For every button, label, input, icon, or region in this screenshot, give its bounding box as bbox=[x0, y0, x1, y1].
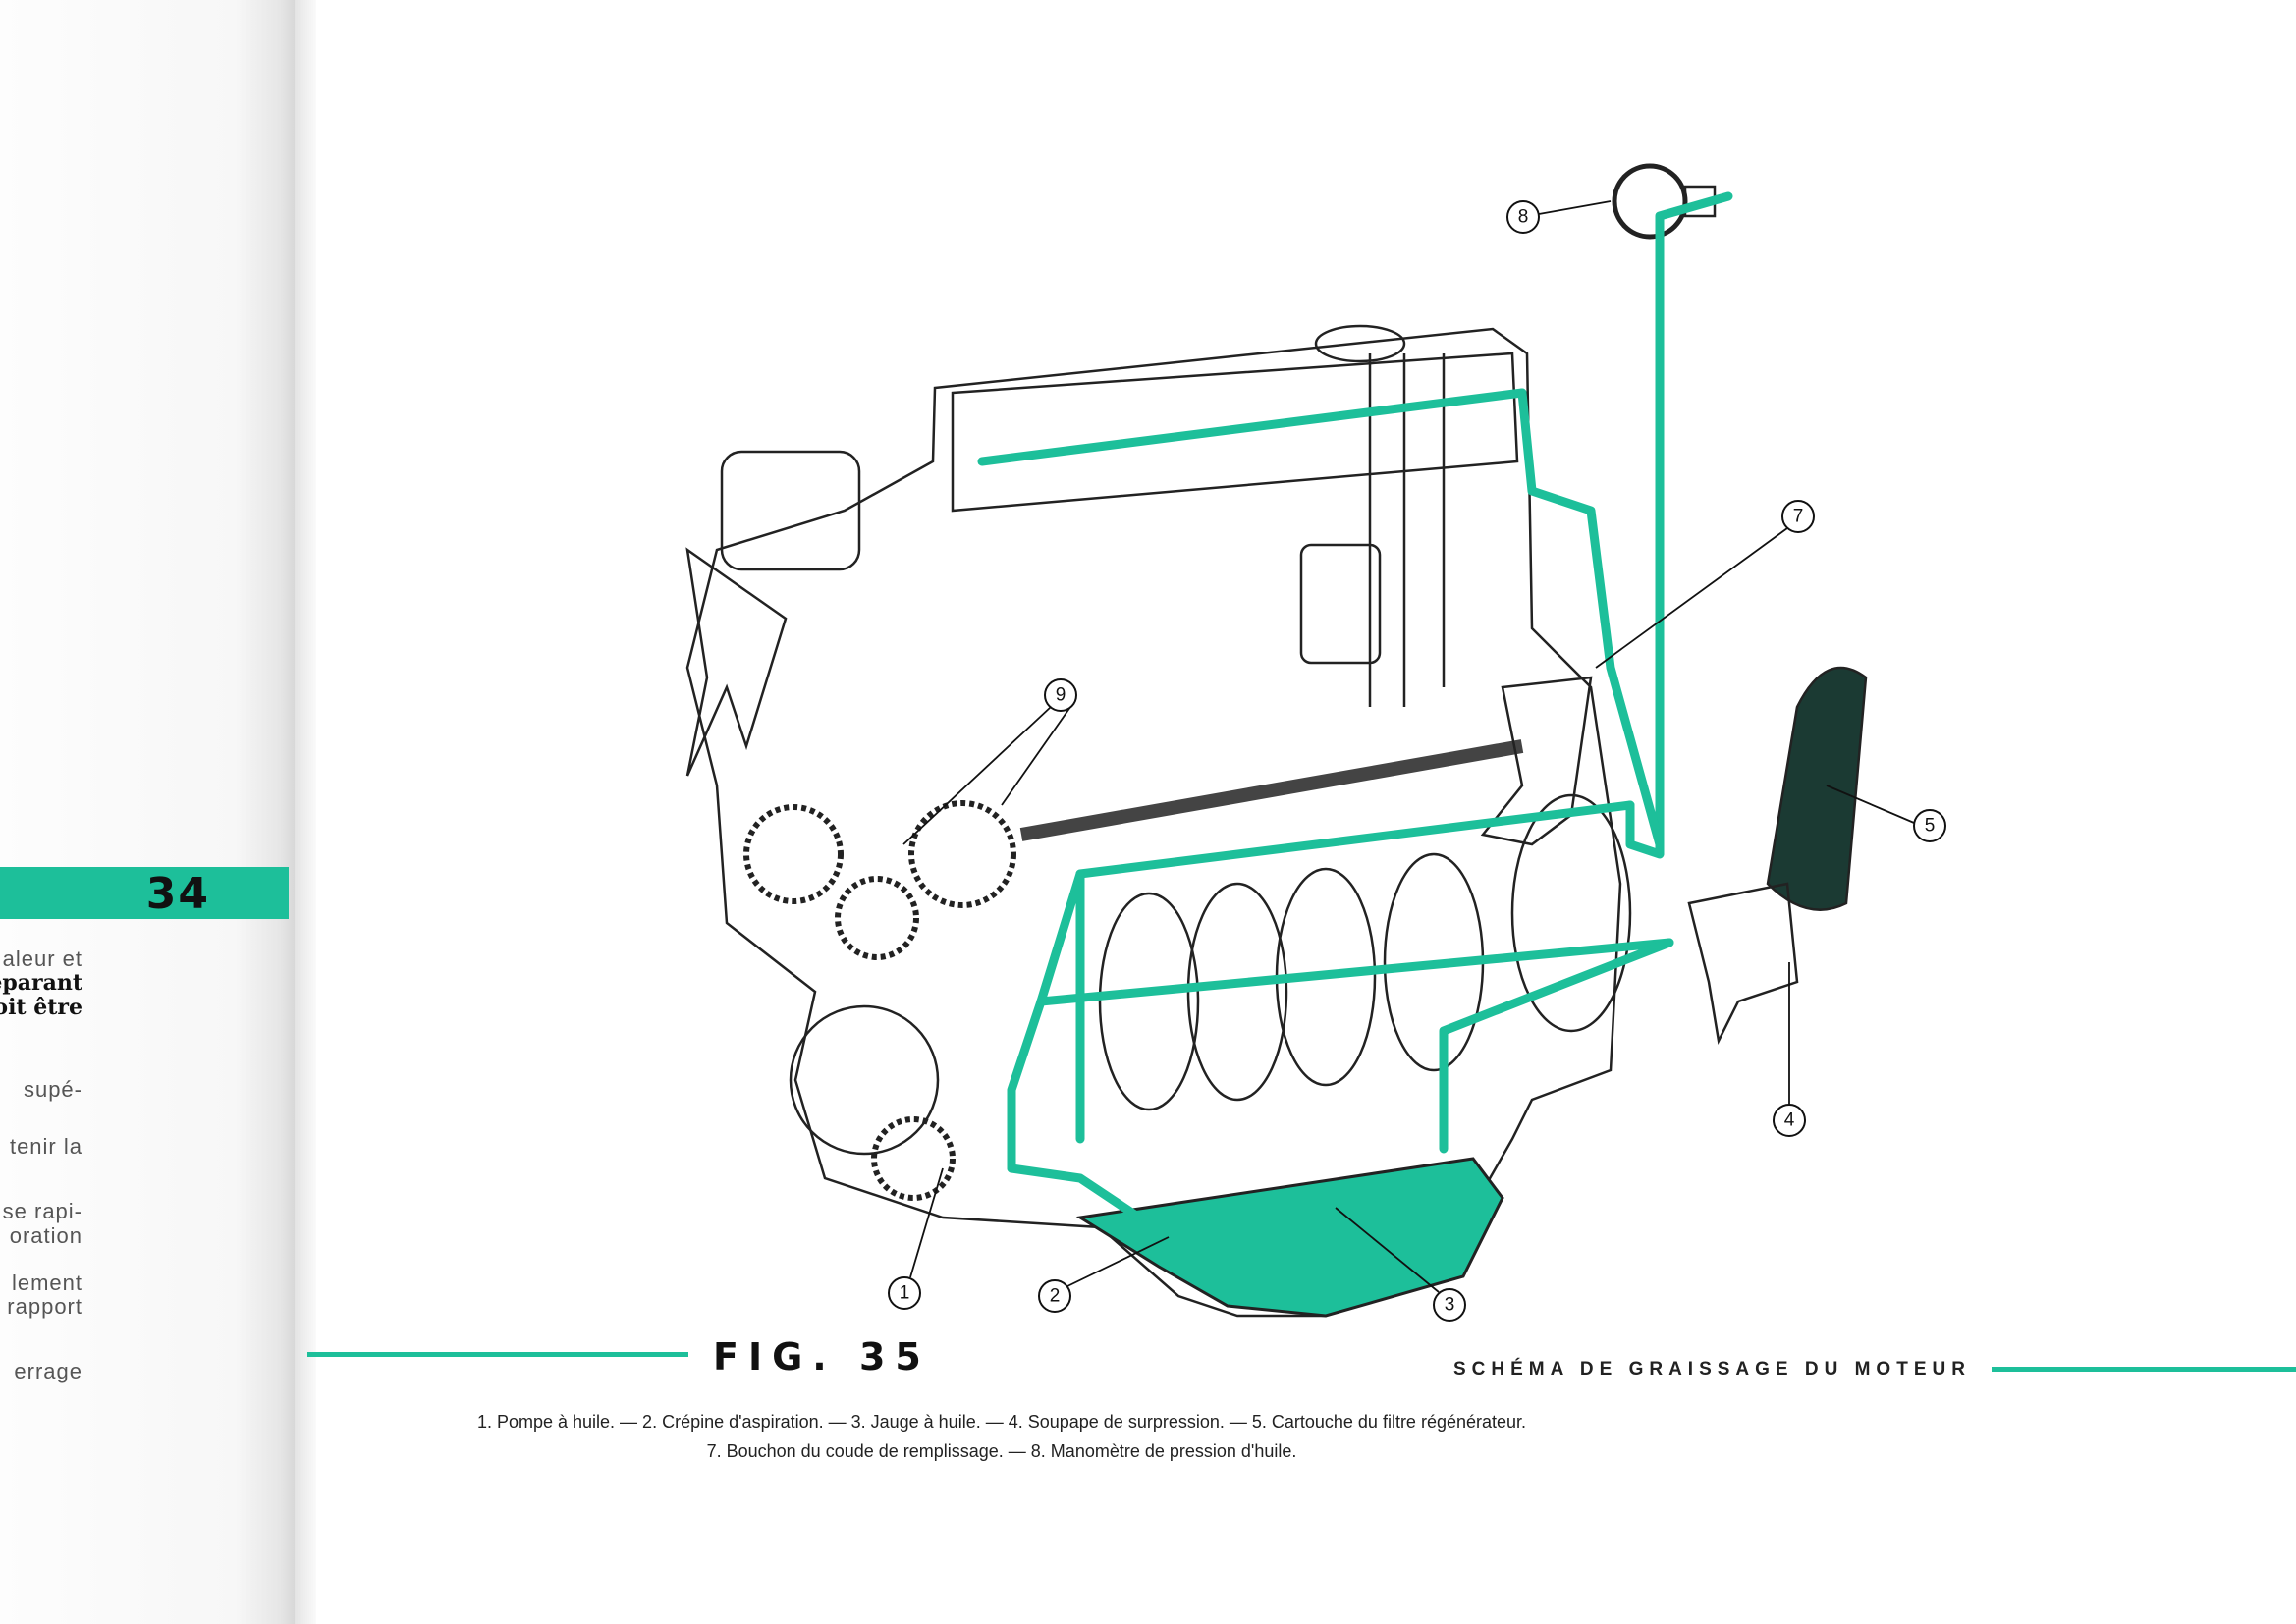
svg-text:1: 1 bbox=[900, 1283, 910, 1304]
callout-1: 1 bbox=[888, 1276, 921, 1310]
left-text-line: supé- bbox=[23, 1077, 82, 1102]
filler-elbow bbox=[1480, 676, 1593, 846]
callout-9: 9 bbox=[1044, 678, 1077, 712]
svg-text:8: 8 bbox=[1518, 207, 1529, 228]
left-text-line: aleur et bbox=[2, 947, 82, 971]
callout-7: 7 bbox=[1781, 500, 1815, 533]
filter-cartridge bbox=[1766, 666, 1868, 911]
oil-pump-gear bbox=[871, 1116, 956, 1201]
accent-rule-right bbox=[1992, 1367, 2296, 1372]
timing-gear bbox=[743, 804, 844, 904]
left-text-line: errage bbox=[14, 1359, 82, 1383]
oil-circuit bbox=[977, 191, 1733, 1222]
callout-8: 8 bbox=[1506, 200, 1540, 234]
left-text-line: éparant bbox=[0, 970, 82, 996]
timing-gear bbox=[835, 876, 919, 960]
book-gutter bbox=[295, 0, 316, 1624]
accent-rule-left bbox=[307, 1352, 688, 1357]
cylinder-head bbox=[951, 352, 1519, 513]
oil-pan bbox=[1075, 1157, 1504, 1318]
svg-text:9: 9 bbox=[1056, 685, 1066, 706]
caption-line-2: 7. Bouchon du coude de remplissage. — 8.… bbox=[706, 1441, 1297, 1461]
water-pump bbox=[720, 450, 861, 571]
left-text-line: se rapi- bbox=[2, 1199, 82, 1223]
filler-cap bbox=[1314, 324, 1406, 363]
left-text-line: lement bbox=[11, 1271, 82, 1295]
left-text-line: rapport bbox=[7, 1294, 82, 1319]
engine-block bbox=[685, 327, 1622, 1318]
chapter-band: 34 bbox=[0, 867, 289, 919]
callout-3: 3 bbox=[1433, 1288, 1466, 1322]
svg-text:5: 5 bbox=[1925, 816, 1936, 837]
svg-text:3: 3 bbox=[1445, 1295, 1455, 1316]
chapter-number: 34 bbox=[145, 869, 210, 919]
callouts: 1 2 3 4 5 7 8 9 bbox=[888, 200, 1946, 1322]
caption-line-1: 1. Pompe à huile. — 2. Crépine d'aspirat… bbox=[476, 1412, 1527, 1432]
callout-2: 2 bbox=[1038, 1279, 1071, 1313]
svg-text:7: 7 bbox=[1793, 507, 1804, 527]
svg-text:2: 2 bbox=[1050, 1286, 1061, 1307]
camshaft bbox=[1019, 739, 1524, 841]
timing-gear bbox=[908, 800, 1016, 908]
callout-4: 4 bbox=[1773, 1104, 1806, 1137]
relief-valve bbox=[1687, 882, 1799, 1045]
figure-label: FIG. 35 bbox=[713, 1335, 931, 1379]
piston bbox=[1299, 543, 1382, 665]
oil-pressure-gauge bbox=[1612, 163, 1688, 240]
svg-text:4: 4 bbox=[1784, 1110, 1795, 1131]
fan bbox=[685, 547, 788, 777]
callout-5: 5 bbox=[1913, 809, 1946, 842]
left-text-line: oit être bbox=[0, 995, 82, 1020]
left-page bbox=[0, 0, 295, 1624]
crank-gear bbox=[789, 1004, 940, 1156]
figure-title: SCHÉMA DE GRAISSAGE DU MOTEUR bbox=[1453, 1359, 1971, 1380]
left-text-line: tenir la bbox=[9, 1134, 82, 1159]
left-text-line: oration bbox=[9, 1223, 82, 1248]
